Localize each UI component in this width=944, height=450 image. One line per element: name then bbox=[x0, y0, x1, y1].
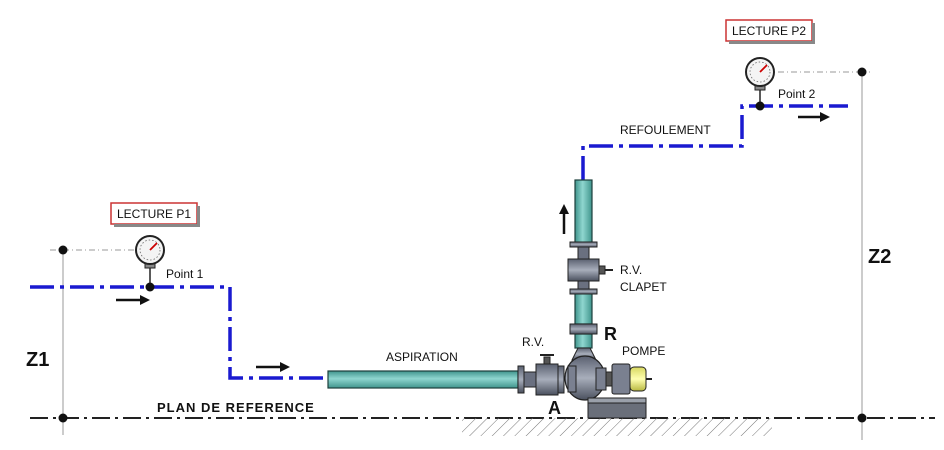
rv-clapet-label-line1: R.V. bbox=[620, 263, 642, 277]
pompe-label: POMPE bbox=[622, 344, 665, 358]
flow-arrow-icon bbox=[559, 204, 569, 234]
motor-icon bbox=[611, 363, 652, 395]
flow-arrow-icon bbox=[798, 112, 830, 122]
r-label: R bbox=[604, 324, 617, 344]
ground-hatching bbox=[462, 418, 772, 436]
pressure-gauge-icon bbox=[745, 57, 775, 104]
reading-box-p2: LECTURE P2 bbox=[725, 19, 815, 44]
flow-line-discharge bbox=[581, 104, 848, 180]
flow-line-suction bbox=[30, 285, 328, 380]
valve-icon bbox=[517, 354, 565, 396]
pump-base bbox=[587, 397, 647, 419]
point2-label: Point 2 bbox=[778, 87, 816, 101]
rv-clapet-label-line2: CLAPET bbox=[620, 280, 667, 294]
z1-label: Z1 bbox=[26, 349, 49, 371]
z2-label: Z2 bbox=[868, 246, 891, 268]
a-label: A bbox=[548, 398, 561, 418]
flow-arrow-icon bbox=[256, 362, 290, 372]
rv-suction-label: R.V. bbox=[522, 335, 544, 349]
flow-arrow-icon bbox=[116, 295, 150, 305]
suction-pipe bbox=[327, 370, 519, 389]
dimension-dots bbox=[58, 67, 867, 423]
point2-marker bbox=[755, 101, 765, 111]
reading-label-p1: LECTURE P1 bbox=[117, 207, 191, 221]
point1-marker bbox=[145, 282, 155, 292]
refoulement-label: REFOULEMENT bbox=[620, 123, 711, 137]
aspiration-label: ASPIRATION bbox=[386, 350, 458, 364]
pressure-gauge-icon bbox=[135, 235, 165, 286]
pump-icon bbox=[564, 347, 613, 401]
reading-label-p2: LECTURE P2 bbox=[732, 24, 806, 38]
point1-label: Point 1 bbox=[166, 267, 204, 281]
valve-icon bbox=[567, 241, 613, 335]
reading-box-p1: LECTURE P1 bbox=[110, 202, 200, 227]
plan-reference-label: PLAN DE REFERENCE bbox=[157, 400, 315, 415]
